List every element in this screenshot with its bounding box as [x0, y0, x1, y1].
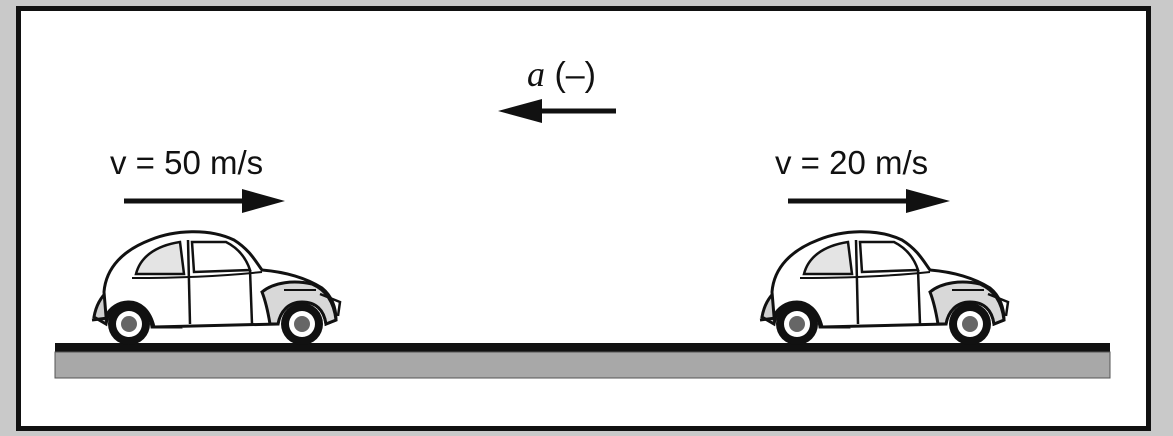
right-car-icon: [758, 230, 1010, 347]
acceleration-symbol: a: [527, 54, 545, 94]
left-velocity-arrow: [124, 189, 285, 213]
left-velocity-label: v = 50 m/s: [110, 144, 264, 181]
right-velocity-label: v = 20 m/s: [775, 144, 929, 181]
acceleration-arrow: [498, 99, 616, 123]
road-surface: [54, 351, 1111, 379]
left-car-icon: [90, 230, 342, 347]
right-velocity-arrow: [788, 189, 950, 213]
road-line: [55, 343, 1110, 352]
acceleration-sign: (–): [545, 56, 596, 94]
acceleration-label: a (–): [527, 56, 596, 92]
